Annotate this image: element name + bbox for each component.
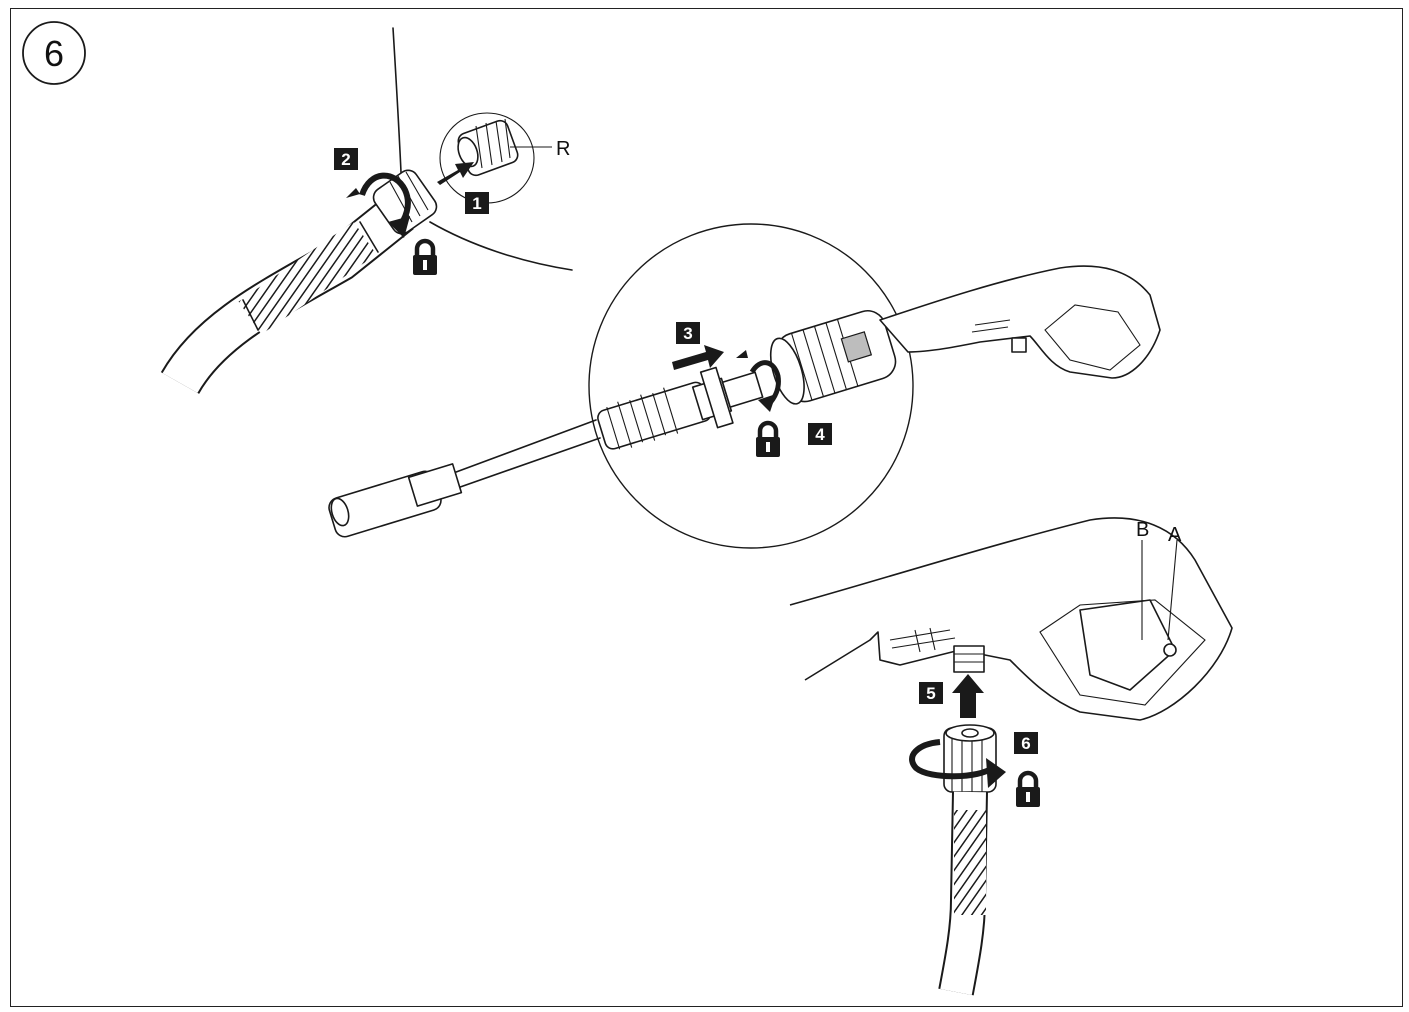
svg-text:6: 6 xyxy=(1021,734,1030,753)
callout-b: B xyxy=(1136,519,1149,541)
figure-frame xyxy=(10,8,1403,1007)
step-badge-1: 1 xyxy=(465,192,489,214)
step-badge-4: 4 xyxy=(808,423,832,445)
push-arrow-icon xyxy=(952,674,984,718)
push-arrow-icon xyxy=(437,162,474,185)
rotate-arrow-icon xyxy=(909,739,994,780)
push-arrow-icon xyxy=(672,345,724,370)
lock-icon xyxy=(413,241,437,275)
svg-text:2: 2 xyxy=(341,150,350,169)
callout-a: A xyxy=(1168,524,1182,546)
svg-text:1: 1 xyxy=(472,194,481,213)
hose-machine-connection: 1 2 R xyxy=(160,27,573,395)
step-badge-3: 3 xyxy=(676,322,700,344)
hose-gun-connection: B A 5 6 xyxy=(789,517,1233,996)
svg-text:5: 5 xyxy=(926,684,935,703)
lock-icon xyxy=(1016,773,1040,807)
machine-outlet-r xyxy=(457,118,552,177)
figure-number: 6 xyxy=(44,33,64,74)
svg-text:4: 4 xyxy=(815,425,825,444)
step-badge-2: 2 xyxy=(334,148,358,170)
svg-text:3: 3 xyxy=(683,324,692,343)
figure-number-marker: 6 xyxy=(22,21,86,85)
callout-r: R xyxy=(556,138,570,160)
step-badge-5: 5 xyxy=(919,682,943,704)
lance-gun-connection: 3 4 xyxy=(328,223,1161,549)
step-badge-6: 6 xyxy=(1014,732,1038,754)
